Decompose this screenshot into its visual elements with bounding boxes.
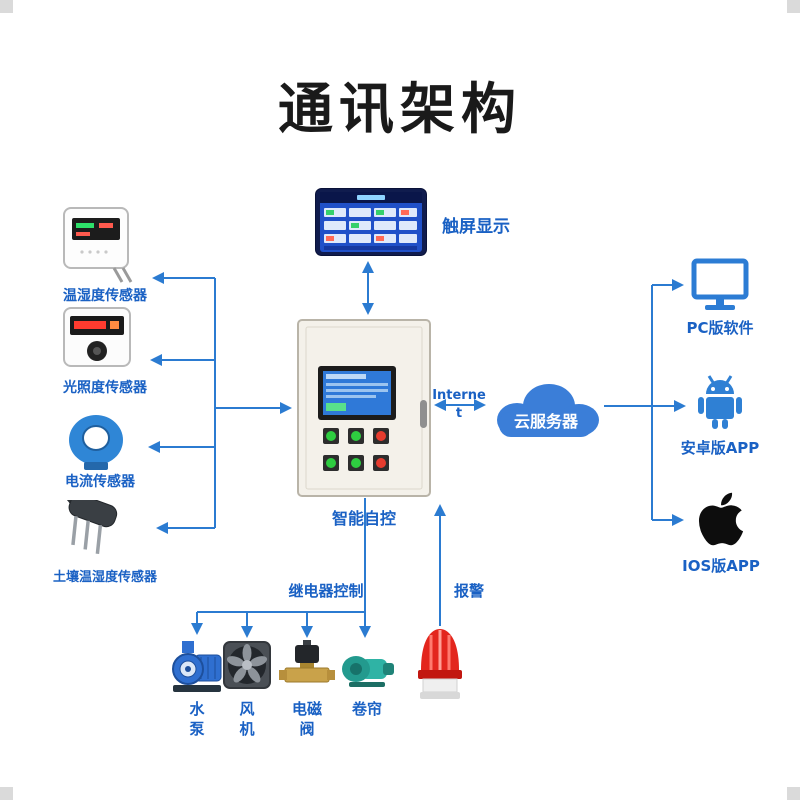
solenoid-valve-icon: [279, 640, 335, 683]
ios-app: [696, 489, 746, 553]
roller-shutter-motor: [339, 646, 395, 696]
corner-mark: [0, 787, 13, 800]
cloud-icon: [497, 384, 599, 437]
solenoid-valve: [279, 640, 335, 696]
fan: [222, 640, 272, 694]
apple-icon: [698, 492, 744, 546]
temp-humidity-sensor: [60, 206, 144, 288]
current-sensor-icon: [69, 415, 123, 470]
controller-label: 智能自控: [331, 509, 396, 528]
fan-icon: [223, 641, 271, 689]
pc-label: PC版软件: [686, 319, 754, 337]
cloud-server: 云服务器: [487, 372, 605, 444]
roller-shutter-label: 卷帘: [351, 700, 382, 718]
water-pump-icon: [172, 641, 222, 692]
solenoid-valve-label: 电磁阀: [291, 700, 322, 739]
light-sensor-label: 光照度传感器: [63, 380, 147, 396]
pc-monitor-icon: [691, 258, 749, 310]
touchscreen-label: 触屏显示: [442, 217, 510, 237]
relay-control-label: 继电器控制: [288, 582, 364, 600]
soil-sensor: [58, 494, 146, 570]
corner-mark: [787, 787, 800, 800]
current-sensor-label: 电流传感器: [65, 474, 135, 490]
roller-shutter-icon: [342, 656, 394, 687]
temp-humidity-sensor-label: 温湿度传感器: [63, 288, 147, 304]
corner-mark: [787, 0, 800, 13]
touchscreen-display: [315, 188, 427, 260]
light-sensor: [60, 306, 144, 378]
water-pump: [168, 637, 226, 699]
soil-sensor-label: 土壤温湿度传感器: [52, 570, 157, 585]
page-title: 通讯架构: [277, 77, 522, 141]
cloud-label: 云服务器: [513, 412, 578, 431]
corner-mark: [0, 0, 13, 13]
fan-label: 风机: [239, 700, 255, 739]
android-app: [694, 372, 746, 434]
controller-cabinet: [296, 318, 432, 502]
alarm-beacon: [413, 624, 467, 706]
pc-software: [690, 258, 750, 316]
control-cabinet-icon: [297, 319, 431, 497]
android-label: 安卓版APP: [680, 439, 760, 457]
alarm-beacon-icon: [418, 629, 462, 699]
touchscreen-image-icon: [315, 188, 427, 256]
ios-label: IOS版APP: [682, 557, 760, 575]
temp-humidity-sensor-icon: [63, 207, 133, 283]
soil-sensor-icon: [58, 494, 118, 555]
light-sensor-icon: [63, 307, 131, 367]
android-icon: [698, 375, 742, 429]
current-sensor: [58, 414, 136, 476]
alarm-label: 报警: [453, 582, 484, 600]
internet-label: Internet: [432, 388, 486, 421]
water-pump-label: 水泵: [189, 700, 205, 739]
